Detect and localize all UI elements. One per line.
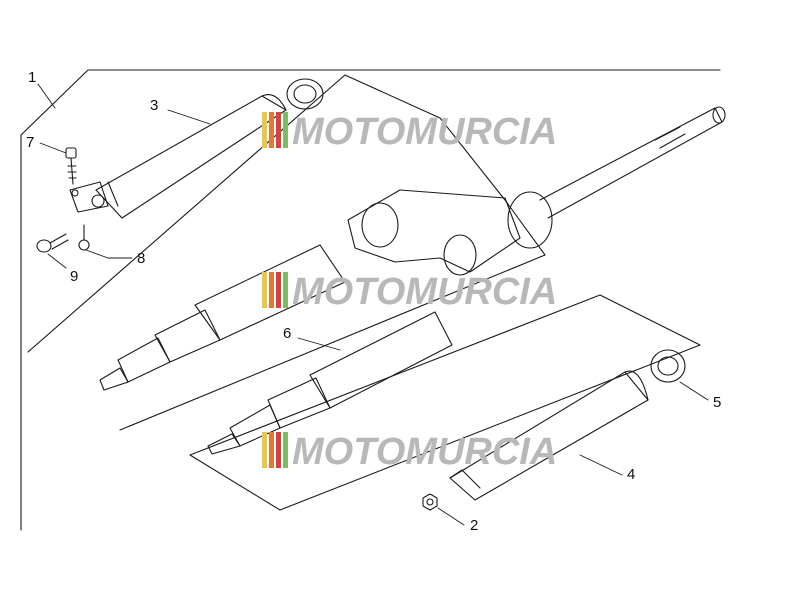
inner-tube-left: [99, 244, 346, 391]
callout-9: 9: [70, 268, 78, 285]
seal-ring-top: [286, 78, 324, 110]
watermark-text-3: MOTOMURCIA: [292, 431, 557, 473]
bolt-9: [36, 233, 69, 253]
inner-tube-right: [207, 311, 453, 455]
outer-tube-left: [95, 94, 287, 219]
nut-2: [422, 493, 438, 511]
leader-lines: [37, 83, 709, 526]
fork-crown: [347, 189, 521, 276]
watermark-text-1: MOTOMURCIA: [292, 111, 557, 153]
nut-8: [78, 224, 90, 251]
outer-slider-right: [449, 370, 649, 501]
callout-4: 4: [627, 466, 635, 483]
assembly-bracket: [20, 69, 721, 531]
watermark-2: MOTOMURCIA: [262, 271, 557, 313]
lower-panel-outline: [189, 294, 701, 511]
bolt-7: [65, 147, 77, 185]
watermark-3: MOTOMURCIA: [262, 431, 557, 473]
watermark-1: MOTOMURCIA: [262, 111, 557, 153]
callout-1: 1: [28, 69, 36, 86]
callout-2: 2: [470, 517, 478, 534]
callout-5: 5: [713, 394, 721, 411]
callout-3: 3: [150, 97, 158, 114]
watermark-text-2: MOTOMURCIA: [292, 271, 557, 313]
upper-panel-outline: [27, 74, 546, 431]
clamp-bracket: [69, 181, 109, 213]
steering-stem: [507, 106, 726, 249]
seal-ring-5: [650, 349, 686, 383]
callout-6: 6: [283, 325, 291, 342]
callout-8: 8: [137, 250, 145, 267]
callout-7: 7: [26, 134, 34, 151]
